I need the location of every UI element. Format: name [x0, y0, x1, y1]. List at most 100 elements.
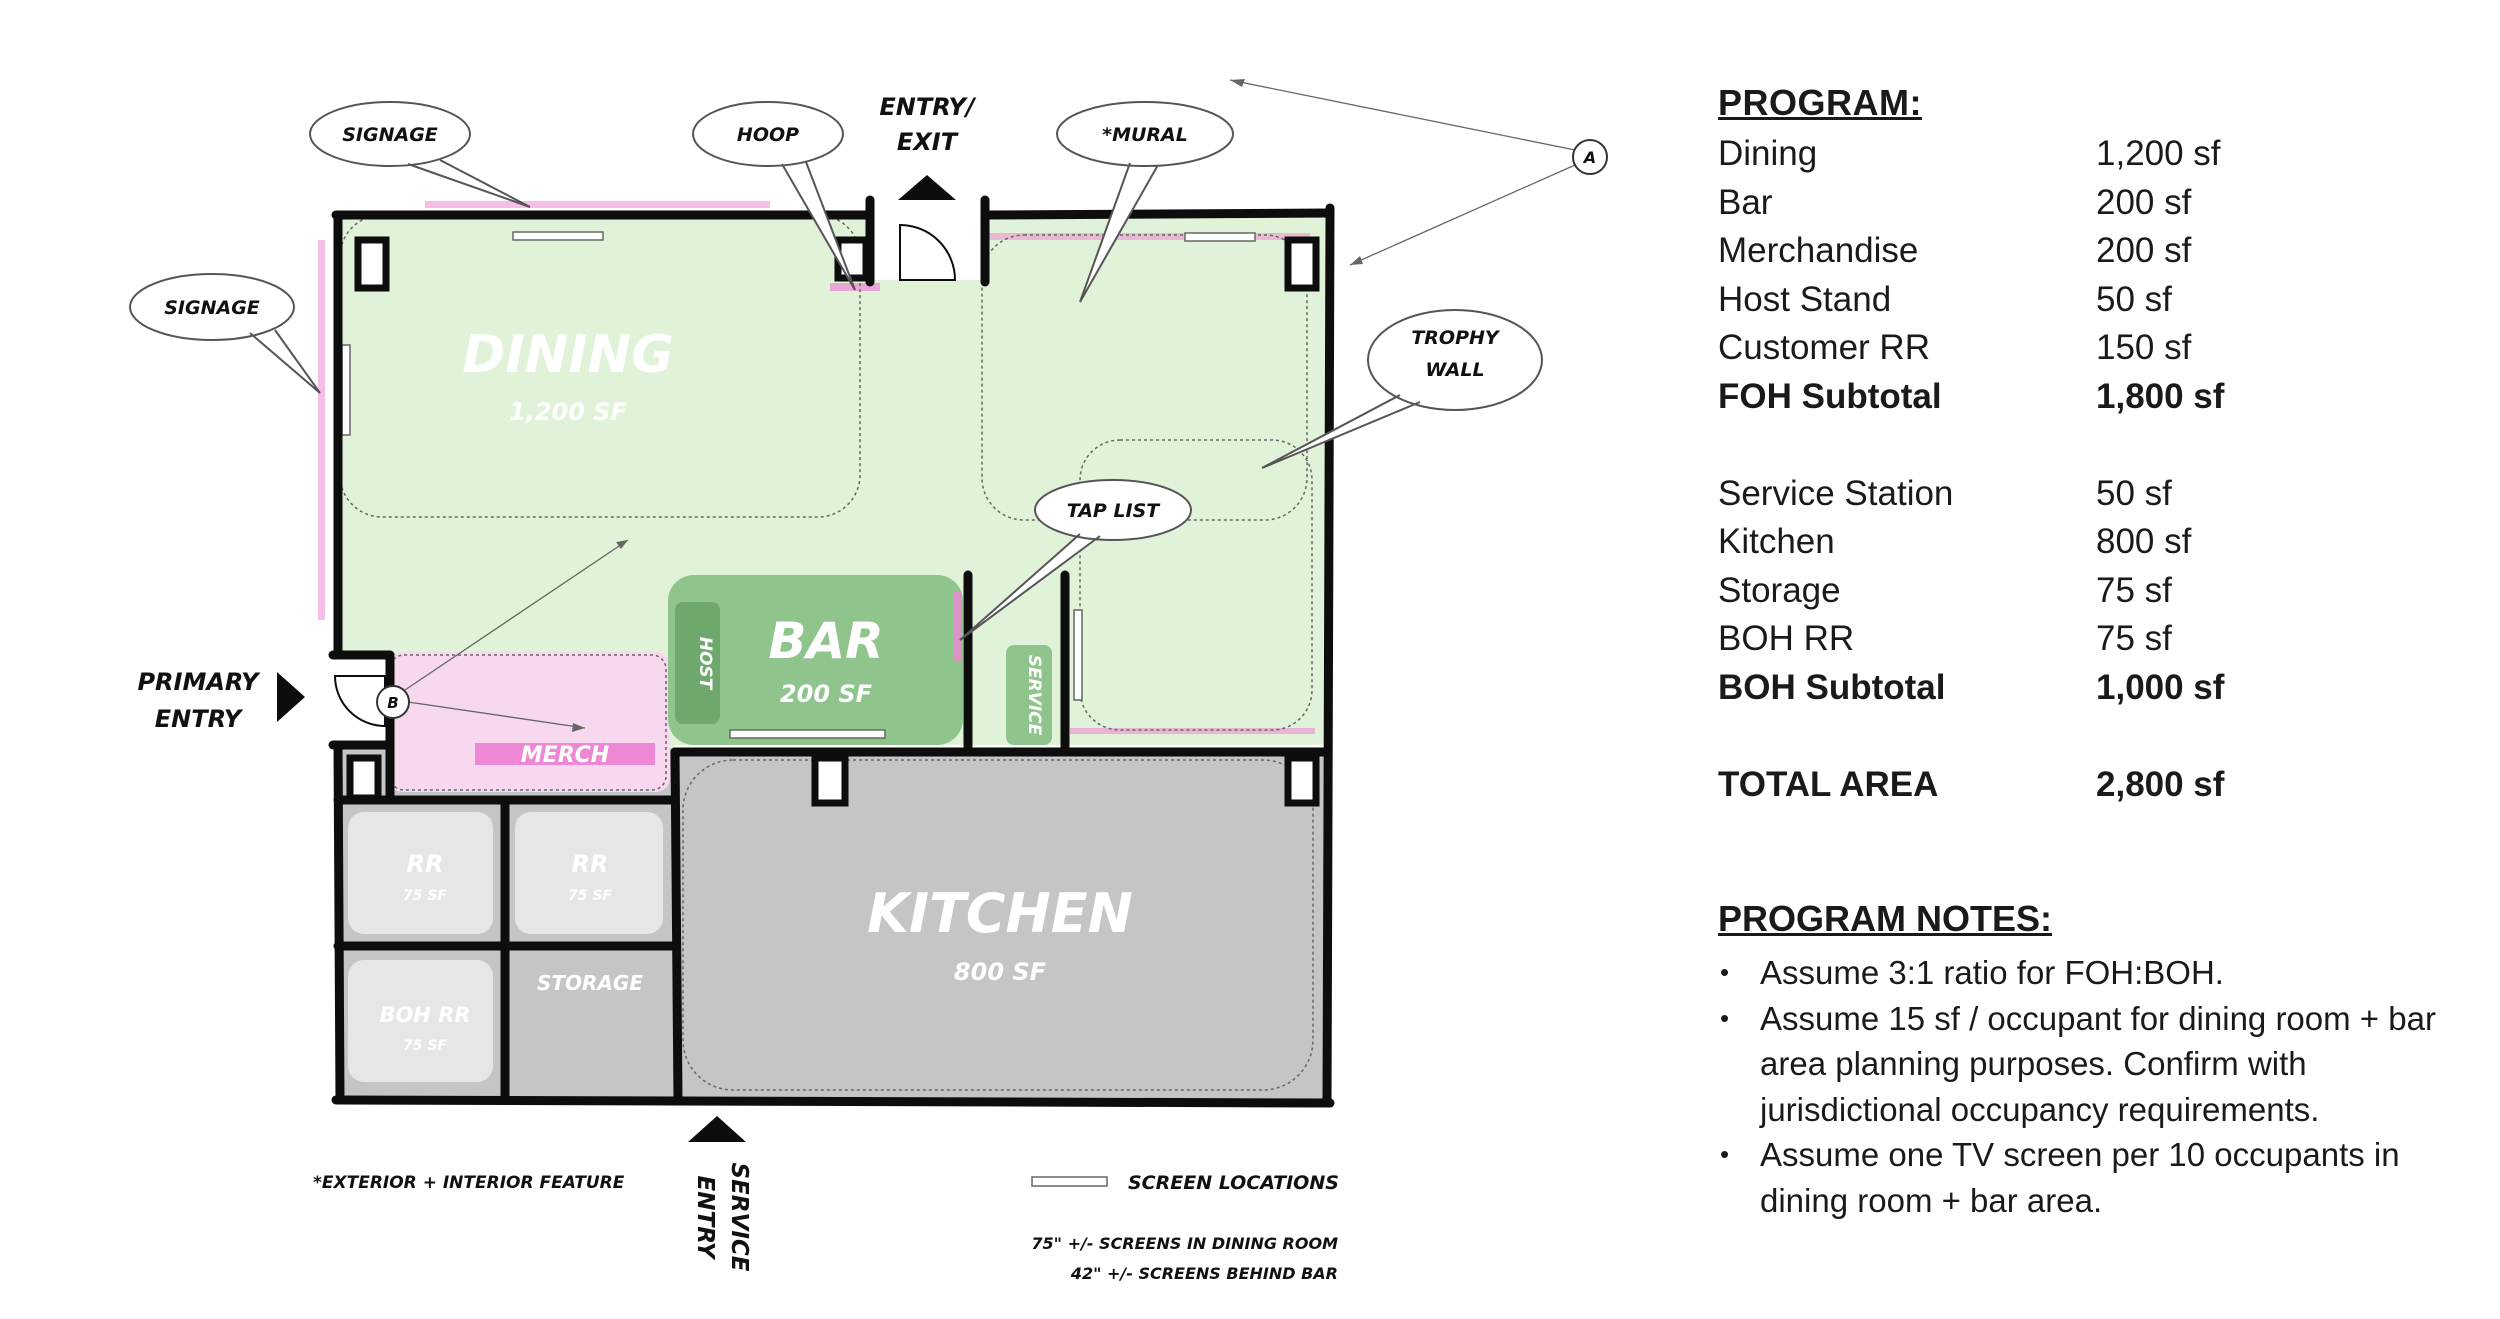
leader-a-2 [1349, 164, 1576, 266]
pink-strips [318, 201, 1315, 734]
wall-top-right [980, 208, 1335, 220]
callout-trophy-text-1: TROPHY [1411, 327, 1501, 349]
callouts [129, 101, 1544, 641]
column-2 [834, 236, 870, 282]
column-3 [1284, 236, 1320, 292]
program-row-boh-subtotal: BOH Subtotal 1,000 sf [1718, 664, 2458, 713]
entry-arrows [277, 175, 956, 1142]
program-area: 1,800 sf [2096, 376, 2225, 416]
column-4 [811, 754, 849, 807]
bar-block [668, 575, 963, 745]
program-name: Bar [1718, 182, 1773, 222]
program-name: BOH Subtotal [1718, 667, 1946, 707]
screens-bar-note: 42" +/- SCREENS BEHIND BAR [1070, 1264, 1338, 1283]
bar-label: BAR [768, 612, 883, 670]
program-notes: PROGRAM NOTES: Assume 3:1 ratio for FOH:… [1718, 898, 2458, 1223]
spacer [1718, 421, 2458, 470]
wall-bottom [331, 1095, 1335, 1108]
program-area: 50 sf [2096, 279, 2172, 319]
boh-rr-floor [348, 960, 493, 1082]
callout-tap-list [959, 479, 1193, 641]
callout-trophy [1261, 309, 1544, 469]
bar-back-strip [953, 592, 961, 662]
marker-a-label: A [1582, 148, 1596, 167]
merch-label: MERCH [521, 743, 609, 768]
leader-a-1 [1229, 79, 1576, 151]
bar-area: 200 SF [780, 680, 873, 708]
dining-area: 1,200 SF [509, 398, 628, 426]
mural-strip [985, 233, 1310, 240]
screen-legend-label: SCREEN LOCATIONS [1128, 1172, 1339, 1194]
wall-right [1322, 203, 1335, 1108]
program-name: Storage [1718, 570, 1841, 610]
reference-leaders [404, 79, 1576, 729]
service-label: SERVICE [1024, 655, 1044, 736]
screen-trophy [1073, 609, 1083, 701]
program-row-storage: Storage 75 sf [1718, 567, 2458, 616]
callout-hoop-text: HOOP [737, 124, 799, 146]
host-stand [675, 602, 720, 724]
spacer [1718, 712, 2458, 761]
storage-label: STORAGE [537, 971, 643, 995]
program-area: 1,200 sf [2096, 134, 2221, 174]
boh-rr-area: 75 SF [403, 1038, 447, 1054]
callout-signage-left-text: SIGNAGE [164, 297, 260, 319]
marker-b: B [376, 685, 410, 719]
program-area: 75 sf [2096, 619, 2172, 659]
entry-exit-label-2: EXIT [897, 128, 959, 156]
service-entry-label-1: SERVICE [726, 1163, 752, 1272]
screen-legend-swatch [1031, 1176, 1108, 1187]
program-name: Merchandise [1718, 231, 1919, 271]
feature-note: *EXTERIOR + INTERIOR FEATURE [313, 1173, 625, 1193]
program-row-kitchen: Kitchen 800 sf [1718, 518, 2458, 567]
note-item: Assume one TV screen per 10 occupants in… [1720, 1132, 2458, 1223]
program-area: 200 sf [2096, 231, 2192, 271]
host-label: HOST [695, 637, 715, 691]
rr1-area: 75 SF [403, 888, 447, 904]
primary-entry-label-2: ENTRY [155, 705, 244, 733]
screen-bar [729, 729, 886, 739]
program-name: Dining [1718, 134, 1818, 174]
note-item: Assume 3:1 ratio for FOH:BOH. [1720, 950, 2458, 996]
column-6 [346, 754, 382, 802]
doors [333, 223, 957, 728]
door-primary [333, 675, 386, 728]
primary-entry-arrow-icon [277, 672, 305, 722]
merch-tag [475, 743, 655, 765]
notes-heading: PROGRAM NOTES: [1718, 898, 2053, 939]
kitchen-zone [682, 759, 1314, 1091]
program-row-foh-subtotal: FOH Subtotal 1,800 sf [1718, 373, 2458, 422]
kitchen-area: 800 SF [954, 958, 1047, 986]
wall-kitchen-left [670, 747, 683, 1105]
program-name: Kitchen [1718, 522, 1835, 562]
callout-signage-top [309, 101, 531, 208]
signage-strip-left [318, 240, 325, 620]
rr2-area: 75 SF [568, 888, 612, 904]
leader-b-1 [404, 539, 629, 691]
screen-left [341, 344, 351, 436]
program-area: 75 sf [2096, 570, 2172, 610]
dining-label: DINING [462, 325, 674, 385]
hoop-strip [830, 283, 880, 291]
program-name: FOH Subtotal [1718, 376, 1942, 416]
service-entry-arrow-icon [688, 1116, 746, 1142]
program-area: 800 sf [2096, 522, 2192, 562]
boh-rr-label: BOH RR [379, 1003, 470, 1027]
trophy-zone [1079, 439, 1313, 731]
marker-a: A [1572, 139, 1608, 175]
notes-list: Assume 3:1 ratio for FOH:BOH. Assume 15 … [1718, 950, 2458, 1223]
trophy-strip [1070, 728, 1315, 734]
rr1-floor [348, 812, 493, 934]
service-entry-label-2: ENTRY [692, 1176, 718, 1261]
leader-heads [572, 79, 1363, 732]
program-name: Customer RR [1718, 328, 1930, 368]
callout-tap-list-text: TAP LIST [1067, 500, 1162, 522]
callout-signage-left [129, 273, 321, 394]
program-area: 1,000 sf [2096, 667, 2225, 707]
